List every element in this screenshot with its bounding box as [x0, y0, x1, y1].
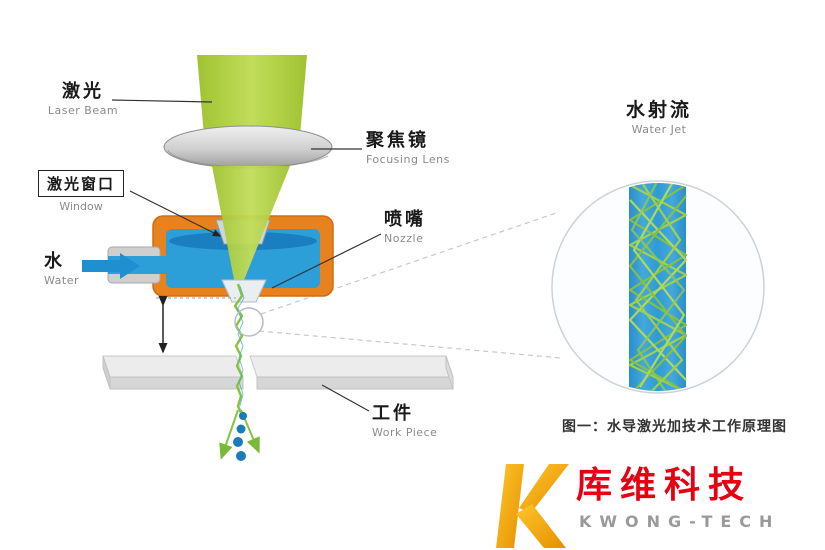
laser-window-label-en: Window [59, 200, 103, 213]
laser-window-label: 激光窗口 Window [38, 170, 125, 213]
logo-company-name-zh: 库维科技 [576, 465, 753, 506]
nozzle-label-zh: 喷嘴 [384, 209, 426, 230]
work-piece-label-zh: 工件 [372, 403, 414, 424]
focusing-lens-label: 聚焦镜 Focusing Lens [366, 131, 450, 166]
work-piece [102, 355, 454, 390]
zoom-connector-lines [258, 212, 562, 359]
nozzle-label-en: Nozzle [384, 231, 424, 245]
window-leader-arrow [129, 190, 222, 237]
water-droplets [233, 412, 247, 461]
laser-beam-cone [212, 166, 290, 290]
water-label-en: Water [44, 273, 80, 287]
laser-beam-label-en: Laser Beam [47, 103, 119, 117]
focusing-lens-label-en: Focusing Lens [366, 152, 450, 166]
laser-leader-line [111, 99, 213, 103]
laser-reflection-lines [628, 183, 688, 391]
water-label: 水 Water [44, 252, 79, 287]
work-piece-label-en: Work Piece [372, 425, 438, 439]
workpiece-leader-line [321, 384, 370, 412]
work-piece-label: 工件 Work Piece [372, 404, 437, 439]
magnified-waterjet-view [551, 180, 765, 394]
nozzle-leader-line [271, 233, 382, 289]
magnifier-source-circle [234, 307, 264, 337]
water-label-zh: 水 [44, 251, 65, 272]
laser-beam-label: 激光 Laser Beam [28, 82, 138, 117]
water-jet-label: 水射流 Water Jet [598, 100, 720, 136]
water-flow-arrow-icon [82, 253, 140, 279]
water-jet-label-zh: 水射流 [625, 99, 692, 121]
nozzle-assembly [107, 215, 334, 297]
focusing-lens-label-zh: 聚焦镜 [366, 130, 429, 151]
kwongtech-logo-icon [496, 464, 569, 548]
laser-window-label-zh: 激光窗口 [38, 170, 125, 197]
leader-lines [111, 99, 382, 412]
laser-beam-shape [197, 55, 307, 147]
laser-beam-label-zh: 激光 [62, 81, 104, 102]
water-guided-jet [233, 283, 245, 414]
nozzle-label: 喷嘴 Nozzle [384, 210, 426, 245]
water-jet-label-en: Water Jet [631, 122, 687, 136]
figure-caption: 图一：水导激光加技术工作原理图 [562, 419, 787, 435]
focusing-lens-shape [163, 125, 333, 169]
logo-company-name-en: KWONG-TECH [579, 512, 781, 531]
nozzle-tip-shape [221, 279, 267, 303]
